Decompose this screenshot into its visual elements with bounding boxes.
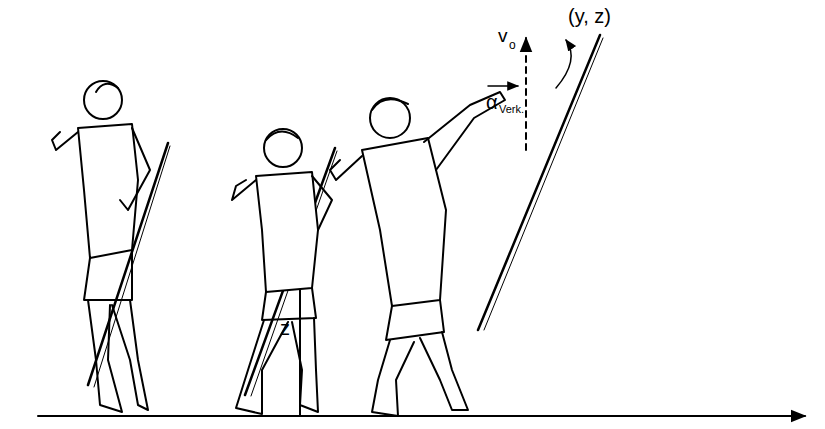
diagram-label: Verk. bbox=[499, 104, 524, 115]
diagram-label: v bbox=[498, 26, 508, 45]
diagram-label: α bbox=[486, 92, 498, 112]
diagram-label: o bbox=[509, 39, 516, 51]
velocity-vector bbox=[525, 38, 527, 150]
diagram-label: (y, z) bbox=[568, 6, 611, 26]
thrower-figure-2 bbox=[232, 129, 337, 414]
angle-arrow bbox=[488, 85, 518, 87]
thrower-figure-3 bbox=[330, 35, 603, 416]
diagram-label: z bbox=[280, 318, 290, 338]
rotation-arrow bbox=[556, 40, 571, 88]
ground-axis bbox=[38, 415, 805, 417]
thrower-figure-1 bbox=[52, 81, 170, 412]
